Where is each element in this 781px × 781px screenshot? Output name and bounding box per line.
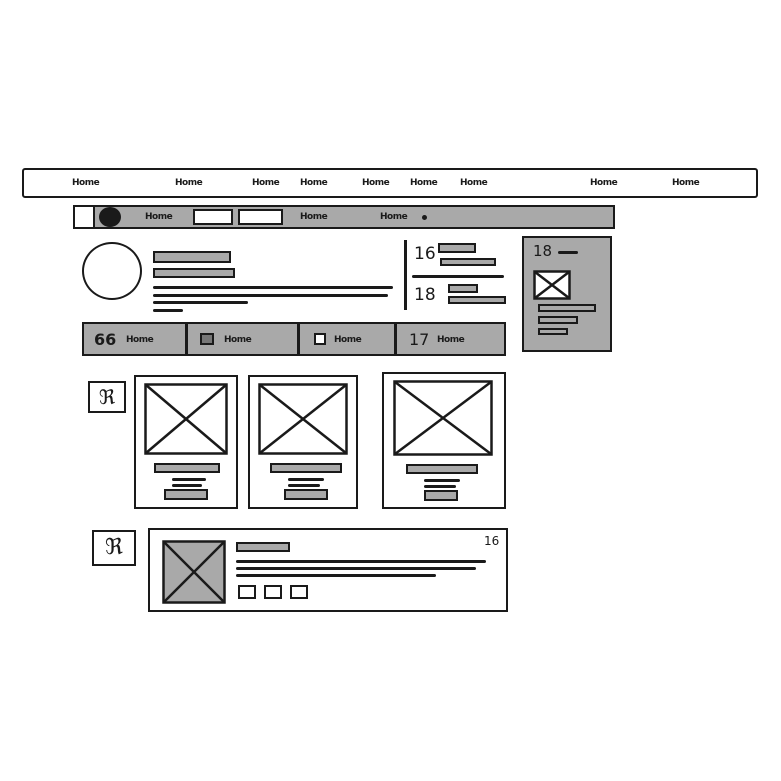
tab-checkins[interactable]: Home xyxy=(300,324,393,354)
ribbon-icon-2: ℜ xyxy=(105,535,123,560)
tab-photos[interactable]: Home xyxy=(188,324,296,354)
section-1-badge: ℜ xyxy=(88,381,126,413)
ribbon-icon: ℜ xyxy=(98,385,116,409)
profile-toolbar xyxy=(73,205,615,229)
toolbar-left-box[interactable] xyxy=(73,205,95,229)
card-2-button[interactable] xyxy=(284,489,328,500)
stat-b-bar-1 xyxy=(448,284,478,293)
tab-posts[interactable]: 66 Home xyxy=(84,324,184,354)
photo-icon xyxy=(200,333,214,345)
nav-item-home[interactable]: Home xyxy=(72,178,100,188)
tab-photos-label: Home xyxy=(224,335,252,345)
stat-a-bar-1 xyxy=(438,243,476,253)
stat-b-bar-2 xyxy=(448,296,506,304)
card-1-title-bar xyxy=(154,463,220,473)
side-panel-title-line xyxy=(558,251,578,254)
feed-item-count: 16 xyxy=(484,534,500,548)
tab-followers-count: 17 xyxy=(409,330,430,349)
nav-item-8[interactable]: Home xyxy=(590,178,618,188)
toolbar-link-1[interactable]: Home xyxy=(300,212,328,222)
side-panel-bar-3 xyxy=(538,328,568,335)
card-2-image-placeholder-icon xyxy=(258,383,348,455)
feed-item[interactable]: 16 xyxy=(148,528,508,612)
nav-item-4[interactable]: Home xyxy=(300,178,328,188)
stats-divider xyxy=(404,240,407,310)
stat-count-a: 16 xyxy=(414,244,436,264)
card-1-line-1 xyxy=(172,478,206,481)
tab-posts-label: Home xyxy=(126,335,154,345)
nav-item-3[interactable]: Home xyxy=(252,178,280,188)
tab-divider-3 xyxy=(394,322,397,356)
top-nav-bar xyxy=(22,168,758,198)
stat-count-b: 18 xyxy=(414,285,436,305)
toolbar-link-2[interactable]: Home xyxy=(380,212,408,222)
nav-item-6[interactable]: Home xyxy=(410,178,438,188)
tab-followers[interactable]: 17 Home xyxy=(397,324,505,354)
feed-item-action-1[interactable] xyxy=(238,585,256,599)
toolbar-chip-1[interactable] xyxy=(193,209,233,225)
feed-item-title-bar xyxy=(236,542,290,552)
profile-avatar[interactable] xyxy=(82,242,142,300)
card-1-image-placeholder-icon xyxy=(144,383,228,455)
card-2[interactable] xyxy=(248,375,358,509)
feed-item-line-1 xyxy=(236,560,486,563)
card-2-title-bar xyxy=(270,463,342,473)
side-panel-bar-2 xyxy=(538,316,578,324)
card-3-title-bar xyxy=(406,464,478,474)
profile-bio-line-2 xyxy=(153,294,388,297)
profile-bio-line-1 xyxy=(153,286,393,289)
card-3-button[interactable] xyxy=(424,490,458,501)
toolbar-chip-2[interactable] xyxy=(238,209,283,225)
tab-bar xyxy=(82,322,506,356)
section-2-badge: ℜ xyxy=(92,530,136,566)
profile-bio-line-3 xyxy=(153,301,248,304)
feed-item-image-placeholder-icon xyxy=(162,540,226,604)
toolbar-dot-icon xyxy=(422,215,427,220)
side-panel-bar-1 xyxy=(538,304,596,312)
tab-posts-count: 66 xyxy=(94,330,117,349)
tab-divider-2 xyxy=(297,322,300,356)
side-panel-image-placeholder-icon xyxy=(533,270,571,300)
card-3-line-1 xyxy=(424,479,460,482)
card-1-button[interactable] xyxy=(164,489,208,500)
nav-item-5[interactable]: Home xyxy=(362,178,390,188)
nav-item-9[interactable]: Home xyxy=(672,178,700,188)
card-2-line-1 xyxy=(288,478,324,481)
feed-item-action-3[interactable] xyxy=(290,585,308,599)
nav-item-2[interactable]: Home xyxy=(175,178,203,188)
feed-item-line-3 xyxy=(236,574,436,577)
stat-divider-line xyxy=(412,275,504,278)
nav-item-7[interactable]: Home xyxy=(460,178,488,188)
card-3-image-placeholder-icon xyxy=(393,380,493,456)
card-3-line-2 xyxy=(424,485,456,488)
stat-a-bar-2 xyxy=(440,258,496,266)
card-1[interactable] xyxy=(134,375,238,509)
profile-bio-line-4 xyxy=(153,309,183,312)
feed-item-action-2[interactable] xyxy=(264,585,282,599)
check-icon xyxy=(314,333,326,345)
card-2-line-2 xyxy=(288,484,320,487)
card-3[interactable] xyxy=(382,372,506,509)
toolbar-label: Home xyxy=(145,212,173,222)
profile-name-bar xyxy=(153,251,231,263)
side-panel-count: 18 xyxy=(533,242,553,260)
tab-checkins-label: Home xyxy=(334,335,362,345)
profile-subtitle-bar xyxy=(153,268,235,278)
avatar-small-icon[interactable] xyxy=(99,207,121,227)
card-1-line-2 xyxy=(172,484,202,487)
tab-divider-1 xyxy=(185,322,188,356)
tab-followers-label: Home xyxy=(437,335,465,345)
feed-item-line-2 xyxy=(236,567,476,570)
